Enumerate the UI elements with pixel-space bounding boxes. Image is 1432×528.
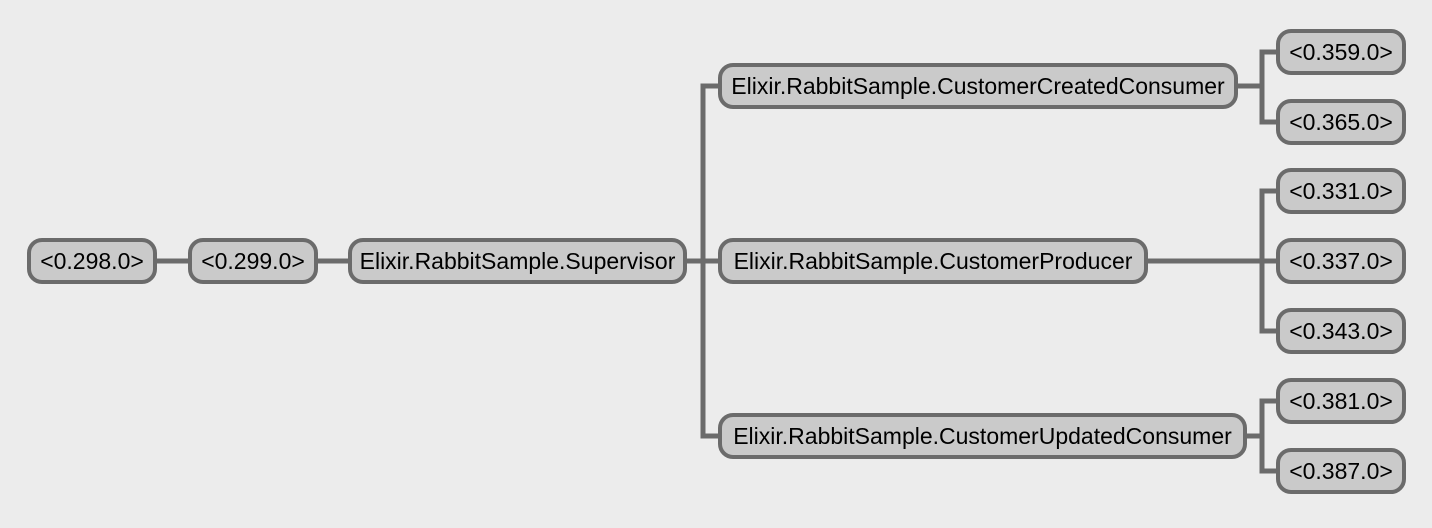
connector-producer-children (1145, 188, 1279, 334)
process-node-pid-381[interactable]: <0.381.0> (1276, 378, 1406, 424)
process-node-pid-359[interactable]: <0.359.0> (1276, 29, 1406, 75)
connector-supervisor-trunk (684, 83, 721, 439)
process-node-pid-331[interactable]: <0.331.0> (1276, 168, 1406, 214)
process-node-customer-created-consumer[interactable]: Elixir.RabbitSample.CustomerCreatedConsu… (718, 63, 1238, 109)
process-node-customer-producer[interactable]: Elixir.RabbitSample.CustomerProducer (718, 238, 1148, 284)
process-node-pid-343[interactable]: <0.343.0> (1276, 308, 1406, 354)
process-node-customer-updated-consumer[interactable]: Elixir.RabbitSample.CustomerUpdatedConsu… (718, 413, 1247, 459)
process-node-pid-337[interactable]: <0.337.0> (1276, 238, 1406, 284)
process-node-root-pid[interactable]: <0.298.0> (27, 238, 157, 284)
connector-created-consumer-children (1235, 49, 1279, 125)
connector-updated-consumer-children (1244, 398, 1279, 474)
process-node-supervisor[interactable]: Elixir.RabbitSample.Supervisor (348, 238, 687, 284)
process-node-pid-365[interactable]: <0.365.0> (1276, 99, 1406, 145)
process-node-app-pid[interactable]: <0.299.0> (188, 238, 318, 284)
process-node-pid-387[interactable]: <0.387.0> (1276, 448, 1406, 494)
